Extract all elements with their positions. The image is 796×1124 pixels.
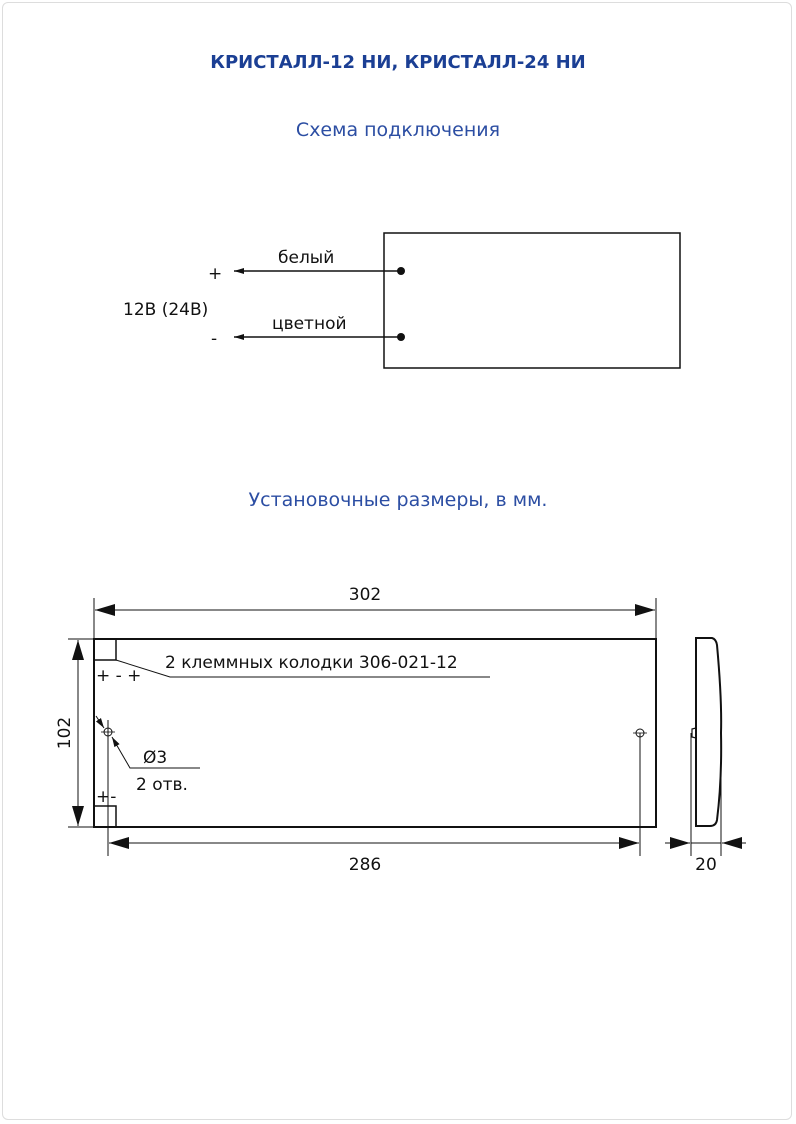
wiring-heading: Схема подключения (296, 119, 500, 141)
hole-leader-arrow (95, 715, 105, 729)
terminal-polarity-top: + - + (96, 666, 141, 686)
width-value: 302 (349, 585, 381, 605)
hole-spacing-value: 286 (349, 855, 381, 875)
document-title: КРИСТАЛЛ-12 НИ, КРИСТАЛЛ-24 НИ (210, 52, 586, 73)
terminal-block-top (93, 638, 117, 661)
hole-diameter: Ø3 (143, 748, 167, 768)
white-wire-terminal (397, 267, 405, 275)
colored-wire-terminal (397, 333, 405, 341)
device-front-view (93, 638, 657, 828)
terminal-note: 2 клеммных колодки 306-021-12 (165, 653, 458, 673)
terminal-leader-line (115, 659, 490, 678)
minus-label: - (211, 329, 217, 349)
device-box (383, 232, 681, 369)
device-side-view (695, 637, 723, 827)
dimensions-heading: Установочные размеры, в мм. (249, 489, 548, 511)
hole-leader-line (111, 736, 200, 769)
terminal-block-bottom (93, 805, 117, 828)
hole-count: 2 отв. (136, 775, 188, 795)
plus-label: + (208, 264, 222, 284)
colored-wire-label: цветной (272, 314, 347, 334)
height-value: 102 (55, 717, 75, 749)
side-view-tab (691, 727, 697, 739)
white-wire-label: белый (278, 248, 334, 268)
depth-value: 20 (695, 855, 717, 875)
voltage-label: 12В (24В) (123, 300, 208, 320)
terminal-polarity-bottom: +- (96, 787, 116, 807)
